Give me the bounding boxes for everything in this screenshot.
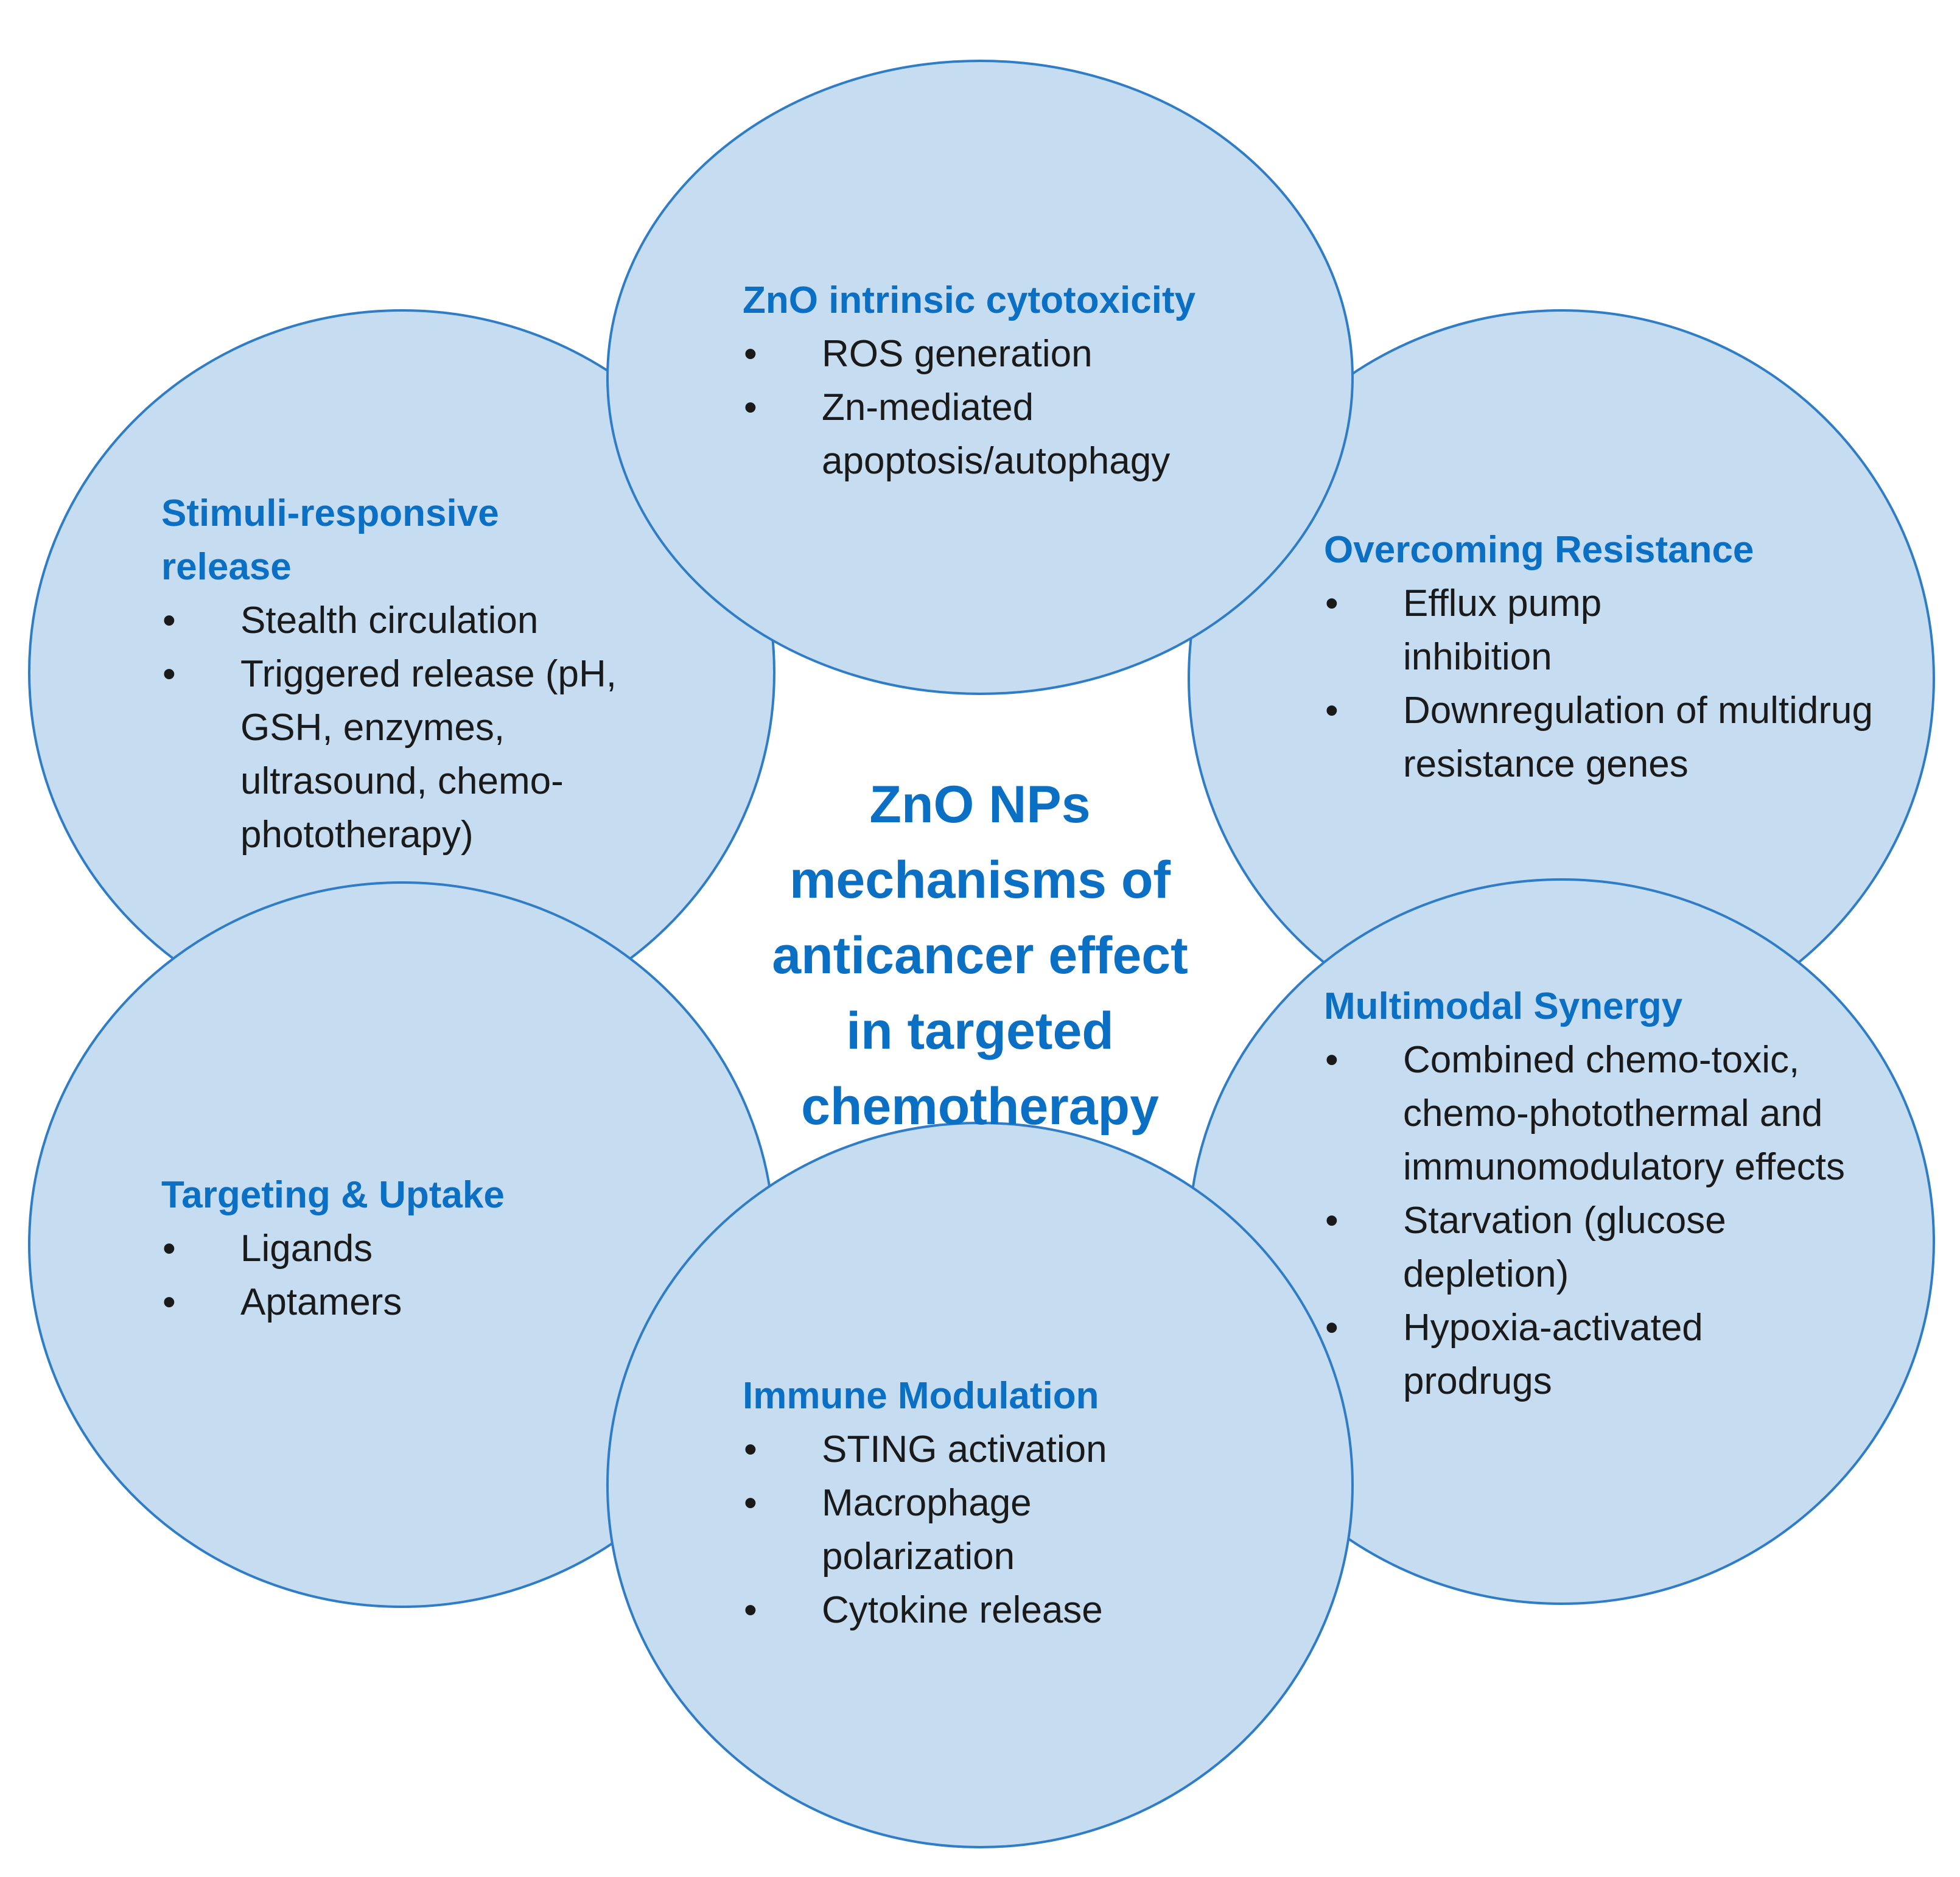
list-item: • STING activation (743, 1423, 1248, 1477)
bullet-icon: • (744, 333, 757, 375)
bullet-icon: • (163, 1281, 176, 1323)
list-item-text: Ligands (240, 1228, 373, 1270)
bullet-icon: • (744, 386, 757, 428)
mechanism-targeting: Targeting & Uptake • Ligands • Aptamers (161, 1169, 648, 1329)
mechanism-resistance-title: Overcoming Resistance (1324, 529, 1754, 571)
list-item: • Triggered release (pH, GSH, enzymes, u… (161, 648, 691, 862)
circle-immune-modulation (606, 1122, 1354, 1848)
bullet-icon: • (744, 1589, 757, 1631)
list-item-text: Triggered release (pH, GSH, enzymes, ult… (240, 653, 617, 856)
list-item: • Cytokine release (743, 1584, 1248, 1637)
list-item: • Ligands (161, 1222, 648, 1276)
mechanism-targeting-title: Targeting & Uptake (161, 1174, 505, 1216)
mechanism-synergy-list: • Combined chemo-toxic, chemo-phototherm… (1324, 1033, 1845, 1408)
mechanism-resistance-list: • Efflux pump inhibition • Downregulatio… (1324, 577, 1873, 791)
list-item: • ROS generation (743, 327, 1157, 381)
bullet-icon: • (1325, 1039, 1339, 1081)
list-item-text: Combined chemo-toxic, chemo-photothermal… (1403, 1039, 1845, 1188)
mechanism-synergy-title: Multimodal Synergy (1324, 985, 1683, 1027)
bullet-icon: • (1325, 1307, 1339, 1349)
list-item-text: Downregulation of multidrug resistance g… (1403, 690, 1873, 785)
list-item-text: Hypoxia-activated prodrugs (1403, 1307, 1703, 1402)
list-item: • Starvation (glucose depletion) (1324, 1194, 1853, 1301)
mechanism-stimuli-title: Stimuli-responsive release (161, 492, 499, 588)
list-item-text: Efflux pump inhibition (1403, 582, 1602, 678)
bullet-icon: • (1325, 582, 1339, 624)
mechanism-immune-list: • STING activation • Macrophage polariza… (743, 1423, 1266, 1637)
list-item-text: Starvation (glucose depletion) (1403, 1200, 1726, 1295)
list-item: • Downregulation of multidrug resistance… (1324, 684, 1878, 791)
bullet-icon: • (744, 1428, 757, 1470)
list-item-text: STING activation (822, 1428, 1107, 1470)
mechanism-intrinsic: ZnO intrinsic cytotoxicity • ROS generat… (743, 274, 1266, 488)
bullet-icon: • (744, 1482, 757, 1524)
bullet-icon: • (163, 653, 176, 695)
mechanism-intrinsic-list: • ROS generation • Zn-mediated apoptosis… (743, 327, 1266, 488)
mechanism-targeting-list: • Ligands • Aptamers (161, 1222, 648, 1329)
list-item-text: Stealth circulation (240, 599, 539, 641)
circle-intrinsic-cytotoxicity (606, 60, 1354, 695)
list-item-text: Cytokine release (822, 1589, 1103, 1631)
bullet-icon: • (1325, 690, 1339, 732)
center-title: ZnO NPs mechanisms of anticancer effect … (772, 775, 1188, 1136)
bullet-icon: • (163, 1228, 176, 1270)
list-item-text: Zn-mediated apoptosis/autophagy (822, 386, 1171, 482)
list-item: • Efflux pump inhibition (1324, 577, 1744, 684)
mechanism-stimuli-list: • Stealth circulation • Triggered releas… (161, 594, 648, 862)
list-item: • Macrophage polarization (743, 1477, 1138, 1584)
mechanism-synergy: Multimodal Synergy • Combined chemo-toxi… (1324, 980, 1845, 1408)
bullet-icon: • (1325, 1200, 1339, 1242)
mechanism-immune-title: Immune Modulation (743, 1375, 1099, 1417)
list-item: • Stealth circulation (161, 594, 727, 648)
list-item: • Aptamers (161, 1276, 648, 1329)
list-item-text: ROS generation (822, 333, 1093, 375)
list-item: • Zn-mediated apoptosis/autophagy (743, 381, 1248, 488)
list-item: • Hypoxia-activated prodrugs (1324, 1301, 1853, 1408)
mechanism-intrinsic-title: ZnO intrinsic cytotoxicity (743, 279, 1196, 321)
list-item-text: Aptamers (240, 1281, 402, 1323)
mechanism-resistance: Overcoming Resistance • Efflux pump inhi… (1324, 523, 1873, 791)
list-item-text: Macrophage polarization (822, 1482, 1032, 1578)
list-item: • Combined chemo-toxic, chemo-phototherm… (1324, 1033, 1866, 1194)
bullet-icon: • (163, 599, 176, 641)
mechanism-stimuli: Stimuli-responsive release • Stealth cir… (161, 487, 648, 862)
mechanism-immune: Immune Modulation • STING activation • M… (743, 1369, 1266, 1637)
